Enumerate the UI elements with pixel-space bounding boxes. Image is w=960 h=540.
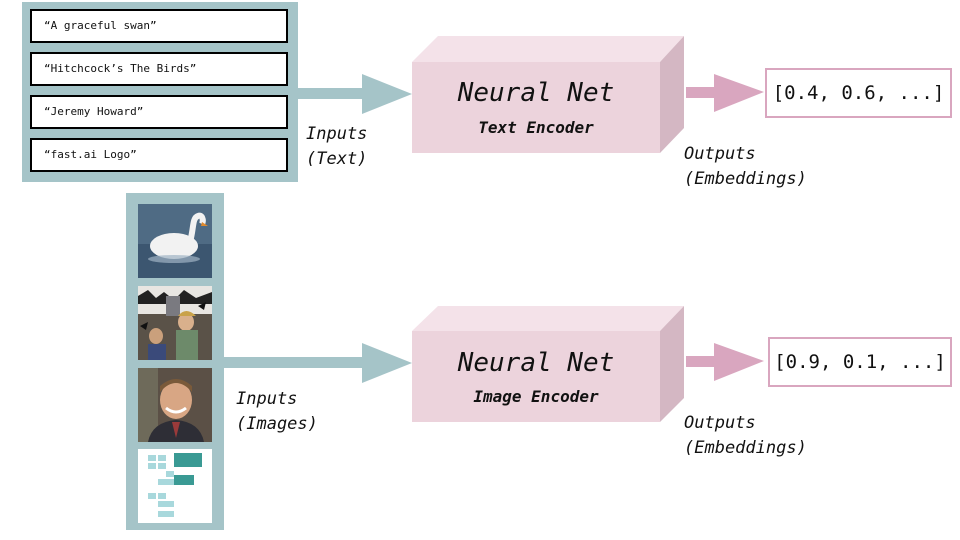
text-input-item: “fast.ai Logo”: [30, 138, 288, 172]
text-inputs-label: Inputs: [306, 124, 368, 144]
image-encoder-subtitle: Image Encoder: [473, 387, 599, 406]
text-outputs-sublabel: (Embeddings): [684, 169, 807, 189]
text-input-item: “A graceful swan”: [30, 9, 288, 43]
image-outputs-label: Outputs: [684, 413, 756, 433]
text-encoder-subtitle: Text Encoder: [478, 118, 594, 137]
text-input-panel: “A graceful swan” “Hitchcock’s The Birds…: [22, 2, 298, 182]
text-outputs-label: Outputs: [684, 144, 756, 164]
text-encoder-title: Neural Net: [457, 78, 615, 108]
image-inputs-label: Inputs: [236, 389, 298, 409]
fastai-logo-image: [138, 449, 212, 523]
text-inputs-sublabel: (Text): [306, 149, 368, 169]
image-output-arrow: [686, 343, 764, 381]
text-encoder-box: [412, 36, 684, 153]
text-input-item: “Jeremy Howard”: [30, 95, 288, 129]
text-embedding-output: [0.4, 0.6, ...]: [765, 68, 952, 118]
image-input-arrow: [224, 343, 412, 383]
swan-image: [138, 204, 212, 278]
text-output-arrow: [686, 74, 764, 112]
text-input-arrow: [298, 74, 412, 114]
image-outputs-sublabel: (Embeddings): [684, 438, 807, 458]
image-encoder-title: Neural Net: [457, 348, 615, 378]
image-input-panel: [126, 193, 224, 530]
text-input-item: “Hitchcock’s The Birds”: [30, 52, 288, 86]
image-embedding-output: [0.9, 0.1, ...]: [768, 337, 952, 387]
jeremy-howard-image: [138, 368, 212, 442]
image-encoder-box: [412, 306, 684, 422]
the-birds-image: [138, 286, 212, 360]
image-inputs-sublabel: (Images): [236, 414, 318, 434]
